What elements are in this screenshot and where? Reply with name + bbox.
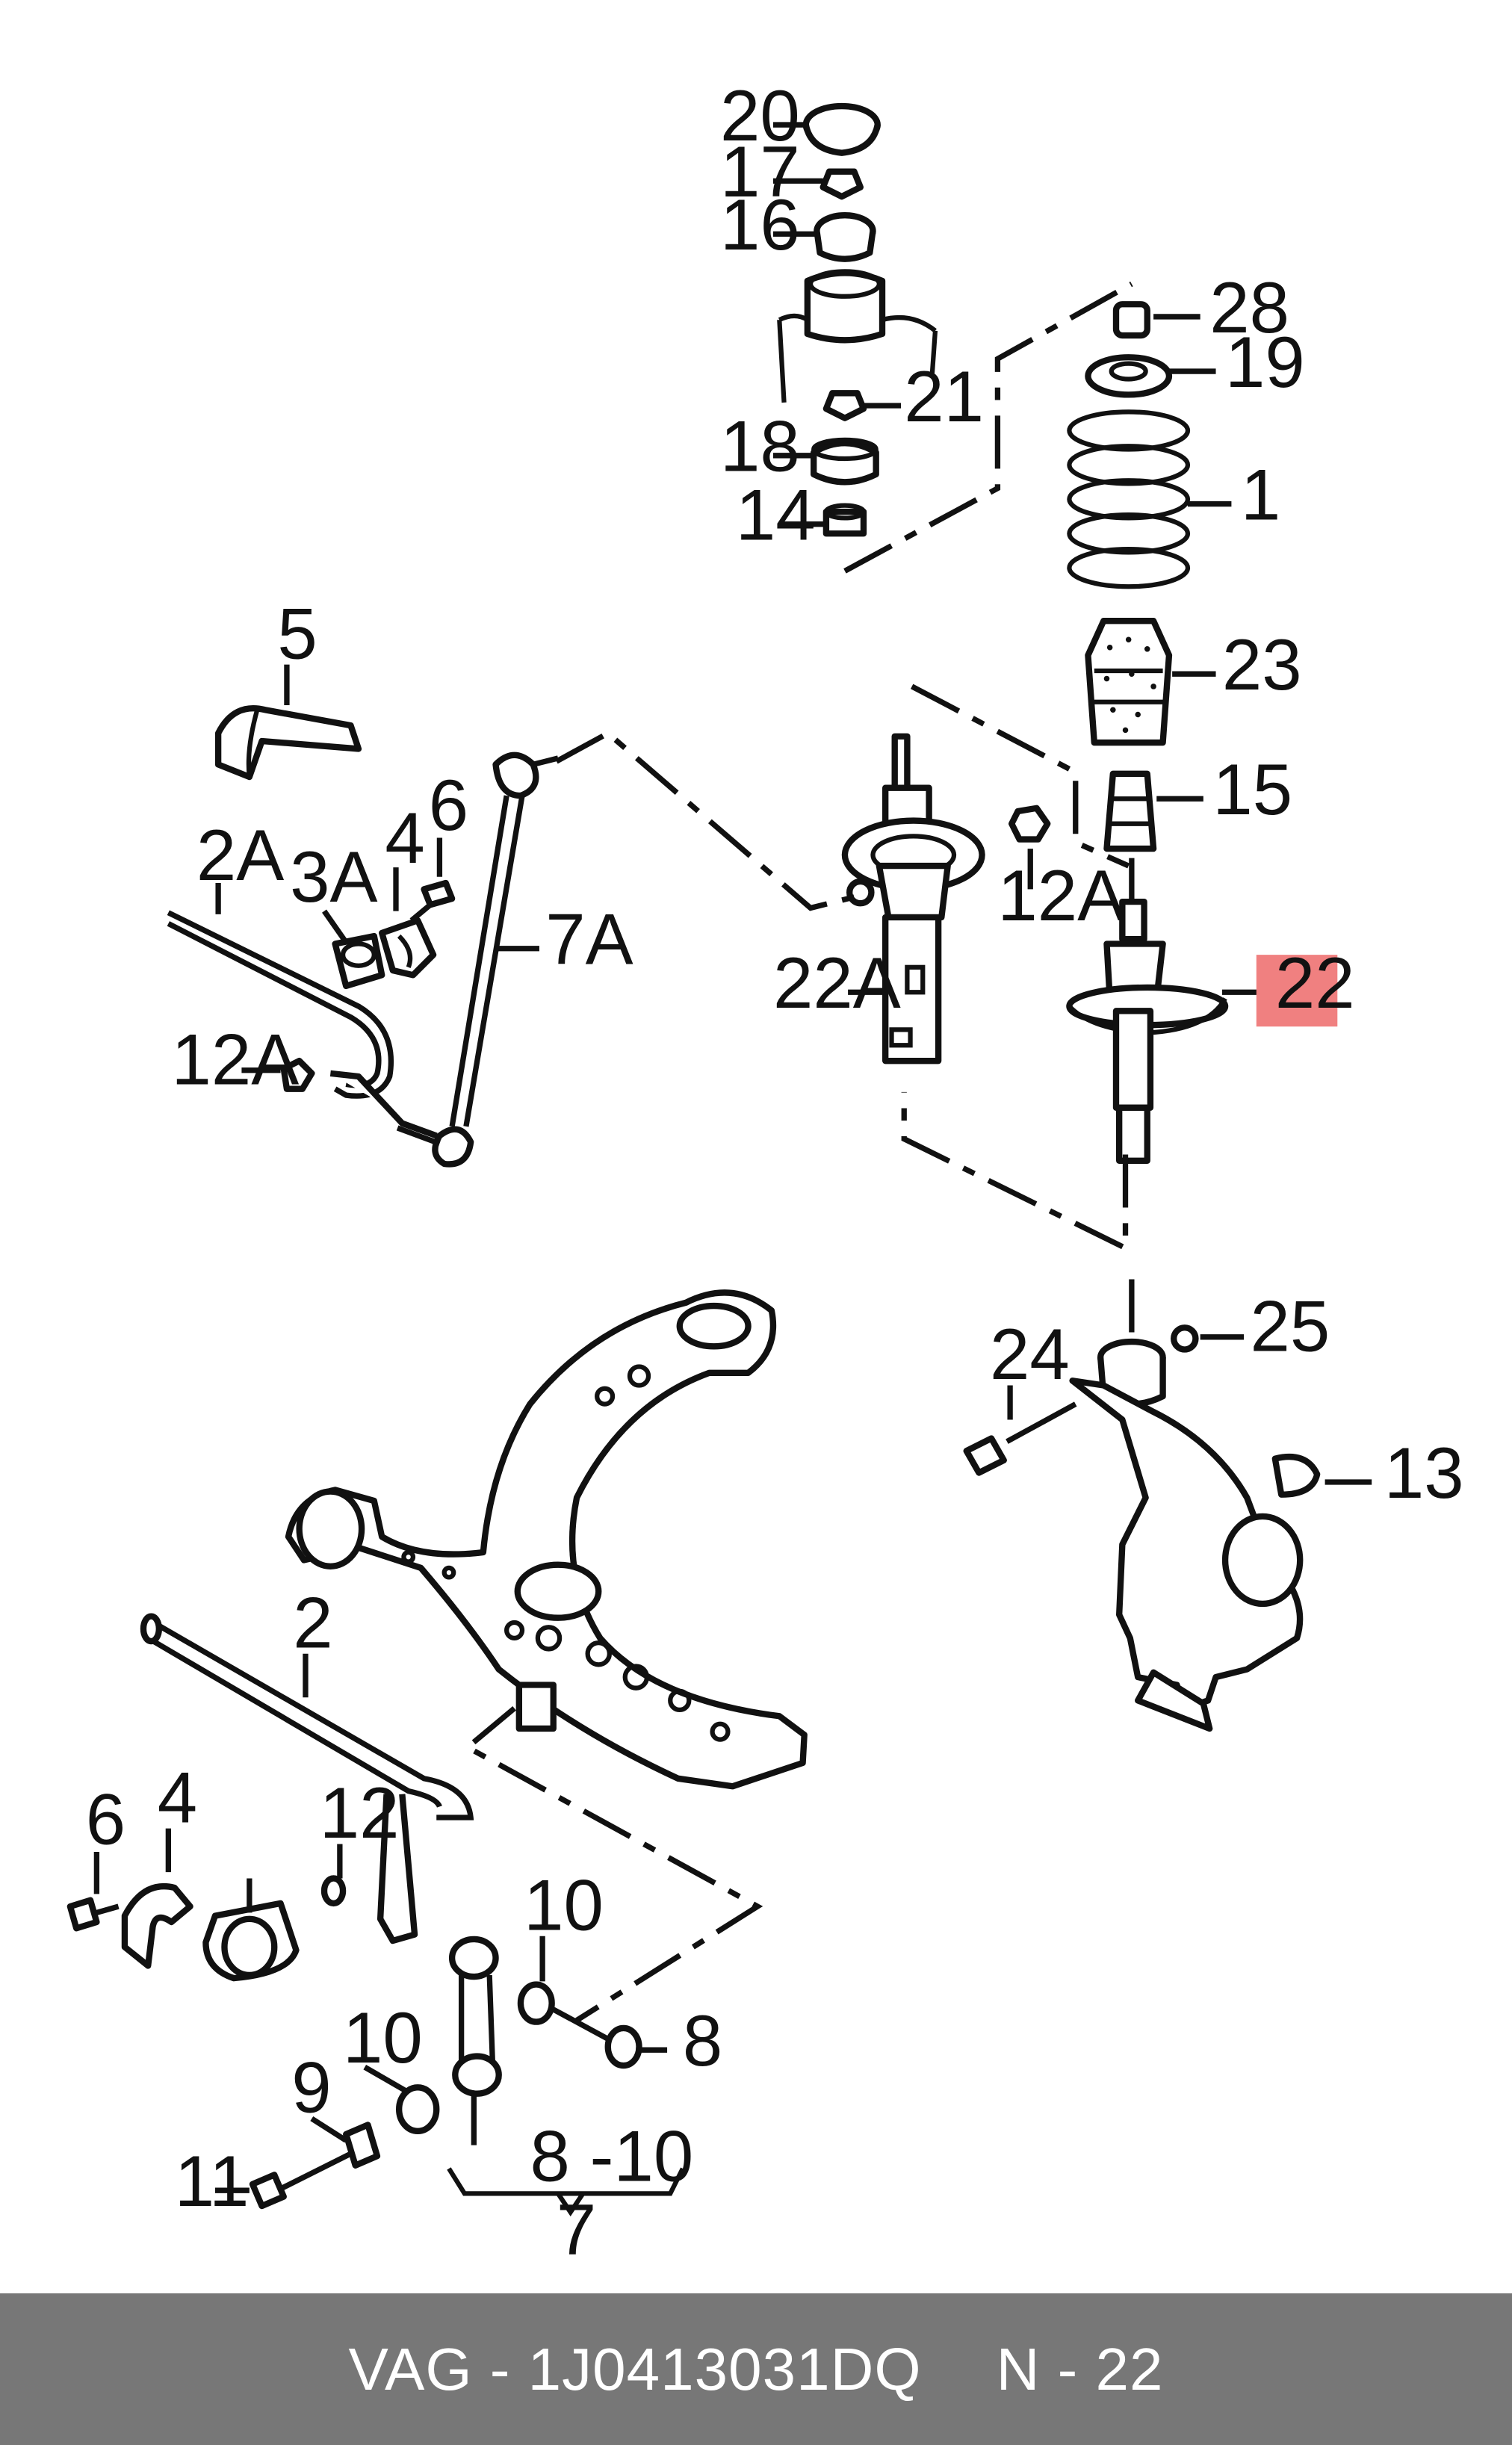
steering-knuckle [963,1324,1321,1732]
part-number-footer: VAG - 1J0413031DQ N - 22 [0,2293,1512,2445]
label-17: 17 [720,132,800,212]
label-9: 9 [291,2048,331,2128]
label-23: 23 [1222,625,1302,705]
label-15: 15 [1212,750,1292,830]
spring-stack [1066,301,1229,1164]
label-8-10: 8 -10 [530,2117,693,2197]
exploded-parts-diagram: 20 17 16 21 18 14 28 19 1 23 15 22 5 6 4… [66,76,1464,2270]
label-6-bottom: 6 [86,1779,126,1859]
label-1: 1 [1241,455,1280,535]
label-18: 18 [720,407,800,487]
part-labels: 20 17 16 21 18 14 28 19 1 23 15 22 5 6 4… [86,76,1464,2270]
label-5: 5 [277,594,317,674]
top-mount-stack [777,102,938,537]
label-7a: 7A [545,900,633,980]
reference-number-text: N - 22 [996,2335,1164,2402]
label-2: 2 [293,1583,332,1663]
label-3a: 3A [290,837,377,917]
lower-control-arm [285,1289,808,1790]
label-25: 25 [1250,1287,1330,1367]
label-20: 20 [720,76,800,156]
label-4-top: 4 [385,799,424,878]
label-2a: 2A [196,816,284,896]
label-22: 22 [1275,943,1355,1023]
label-4-bottom: 4 [158,1758,197,1838]
label-10-left: 10 [343,1998,423,2078]
label-12a-right: 12A [997,856,1125,936]
label-6-top: 6 [429,766,468,846]
label-21: 21 [904,357,984,437]
label-28: 28 [1209,268,1289,348]
label-12a-left: 12A [172,1020,300,1100]
part-number-text: VAG - 1J0413031DQ [348,2335,922,2402]
leader-lines [93,122,1372,2193]
label-24: 24 [990,1315,1070,1395]
highlight-box [1256,955,1338,1027]
anti-roll-bar-top [167,704,559,1168]
label-19: 19 [1225,323,1305,403]
label-10-right: 10 [524,1865,604,1945]
anti-roll-bar-bottom [66,1613,685,2217]
label-16: 16 [720,185,800,265]
label-7: 7 [557,2190,596,2270]
label-11: 11 [175,2142,250,2222]
label-22a: 22A [773,943,901,1023]
strut-assembly-22a [841,733,1051,1065]
label-12: 12 [320,1773,400,1853]
label-8: 8 [683,2001,722,2081]
label-13: 13 [1384,1434,1464,1513]
label-14: 14 [736,476,816,556]
